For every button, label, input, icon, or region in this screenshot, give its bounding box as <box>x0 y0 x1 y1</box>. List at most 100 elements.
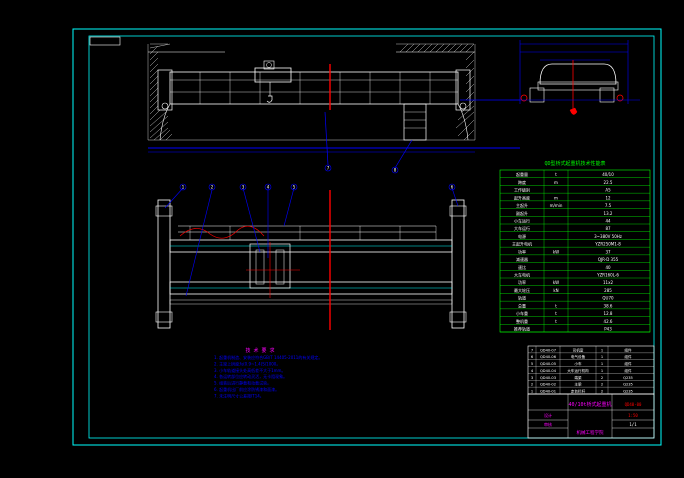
tech-row-label: 电源 <box>518 233 526 239</box>
tech-row-label: 整机重 <box>516 318 528 324</box>
part-name: 电气设备 <box>571 354 586 359</box>
part-balloon: 3 <box>239 183 247 191</box>
balloon-number: 1 <box>182 185 185 190</box>
part-name: 端梁 <box>574 375 582 380</box>
part-qty: 2 <box>601 376 603 380</box>
trolley-elevation <box>254 67 292 83</box>
tech-row-unit: m <box>554 180 558 185</box>
part-balloon: 6 <box>448 183 456 191</box>
balloon-number: 7 <box>327 166 330 171</box>
end-beam-left <box>157 69 173 111</box>
tech-row-label: 工作级别 <box>514 187 530 193</box>
tech-row-value: 7.5 <box>605 203 612 208</box>
plan-end-beam-left <box>157 199 171 329</box>
tech-row-value: 12.8 <box>604 311 613 316</box>
balloon-number: 8 <box>394 168 397 173</box>
tech-row-label: 起重量 <box>516 171 528 177</box>
tech-row-unit: m <box>554 195 558 200</box>
tech-row-unit: t <box>555 172 557 177</box>
tech-row-value: 3~380V 50Hz <box>594 234 622 239</box>
tech-row-value: P43 <box>604 327 612 332</box>
end-beam-right <box>455 69 471 111</box>
tech-row-value: YZR250M1-8 <box>594 242 621 247</box>
part-qty: 1 <box>601 362 603 366</box>
school-name: 机械工程学院 <box>577 429 604 436</box>
tech-row-label: 小车重 <box>516 310 528 316</box>
tech-row-label: 轨道 <box>518 295 526 301</box>
part-code: QD40-06 <box>540 355 557 359</box>
balloon-number: 3 <box>242 185 245 190</box>
part-material: Q235 <box>623 390 633 394</box>
balloon-number: 6 <box>451 185 454 190</box>
tech-row-label: 小车运行 <box>514 218 530 224</box>
tech-row-value: 22.5 <box>604 180 613 185</box>
part-no: 6 <box>531 355 534 359</box>
balloon-number: 4 <box>267 185 270 190</box>
part-balloon: 8 <box>391 166 399 174</box>
tech-row-label: 总重 <box>518 302 526 308</box>
tech-row-label: 功率 <box>518 279 526 285</box>
tech-row-unit: kW <box>553 249 559 254</box>
part-name: 走台栏杆 <box>571 389 586 394</box>
tech-row-value: 285 <box>604 288 612 293</box>
tech-row-value: 12 <box>605 195 611 200</box>
note-line: 2. 主梁上拱度为(0.9~1.4)S/1000。 <box>214 360 280 366</box>
part-balloon: 5 <box>290 183 298 191</box>
tech-row-value: 42.6 <box>604 319 613 324</box>
side-hook-icon <box>569 107 578 115</box>
part-name: 司机室 <box>573 347 584 352</box>
part-name: 小车 <box>574 361 582 366</box>
part-balloon: 1 <box>179 183 187 191</box>
part-no: 7 <box>531 348 533 352</box>
tech-row-value: 13.2 <box>604 211 613 216</box>
part-balloon: 4 <box>264 183 272 191</box>
tech-row-value: 11x2 <box>603 280 613 285</box>
left-wall-hatch <box>147 43 173 141</box>
elevation-view <box>147 43 520 169</box>
part-material: 组件 <box>624 354 632 359</box>
note-line: 4. 各运转部位应转动灵活，无卡阻现象。 <box>214 373 287 379</box>
tech-row-label: 减速器 <box>516 256 528 262</box>
part-no: 1 <box>531 390 533 394</box>
tech-row-value: 40 <box>605 265 611 270</box>
part-code: QD40-05 <box>540 362 556 366</box>
drawing-title: 40/10t桥式起重机 <box>568 401 611 408</box>
tech-row-label: 最大轮压 <box>514 287 530 293</box>
part-name: 大车运行机构 <box>567 368 589 373</box>
part-code: QD40-04 <box>540 369 557 373</box>
part-qty: 1 <box>601 348 603 352</box>
part-material: 组件 <box>624 347 632 352</box>
tech-row-unit: t <box>555 319 557 324</box>
part-no: 4 <box>531 369 534 373</box>
part-qty: 2 <box>601 383 603 387</box>
notes-title: 技 术 要 求 <box>245 347 274 354</box>
part-material: 组件 <box>624 361 632 366</box>
tech-row-unit: t <box>555 303 557 308</box>
tech-row-value: 87 <box>605 226 611 231</box>
note-line: 5. 组装后进行静载和动载试验。 <box>214 380 271 386</box>
tech-row-label: 副起升 <box>516 210 528 216</box>
tech-row-unit: t <box>555 311 557 316</box>
note-line: 3. 小车轨道接头处高低差不大于1mm。 <box>214 367 285 373</box>
part-qty: 2 <box>601 390 603 394</box>
tech-row-value: A5 <box>605 188 611 193</box>
tech-row-value: QJR-D 355 <box>598 257 619 262</box>
part-material: Q235 <box>623 383 633 387</box>
part-material: 组件 <box>624 368 632 373</box>
main-girder-elevation <box>169 71 459 105</box>
tech-row-label: 跨度 <box>518 179 526 185</box>
part-code: QD40-07 <box>540 348 556 352</box>
outer-sheet-border <box>72 28 662 446</box>
drawing-number: QD40-00 <box>625 402 642 407</box>
tech-row-label: 主起升电机 <box>512 241 532 247</box>
checker-label: 审核 <box>544 421 552 427</box>
part-no: 2 <box>531 383 533 387</box>
part-code: QD40-02 <box>540 383 556 387</box>
part-name: 主梁 <box>574 382 582 387</box>
part-code: QD40-03 <box>540 376 556 380</box>
part-code: QD40-01 <box>540 390 556 394</box>
power-cable <box>179 225 265 239</box>
